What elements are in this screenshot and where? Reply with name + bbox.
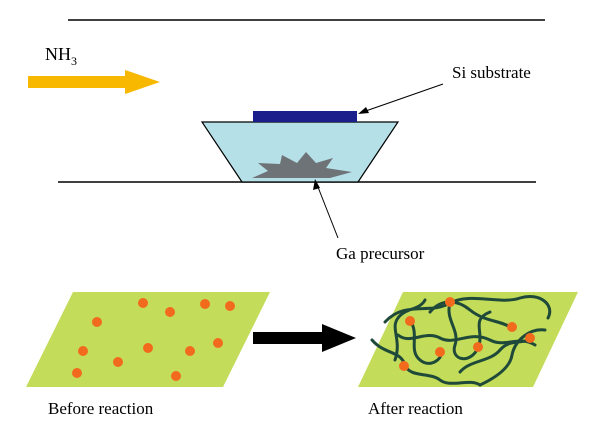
droplets-after	[399, 297, 535, 371]
nanowire	[458, 336, 532, 374]
before-label: Before reaction	[48, 399, 154, 418]
droplet	[143, 343, 153, 353]
droplet	[473, 342, 483, 352]
droplet	[185, 346, 195, 356]
gas-label: NH3	[45, 44, 77, 68]
precursor-pointer	[315, 181, 339, 239]
precursor-pointer-head	[313, 179, 320, 190]
nanowire	[370, 338, 482, 387]
substrate-pointer	[359, 83, 444, 114]
droplet	[525, 333, 535, 343]
droplet	[507, 322, 517, 332]
ga-precursor	[252, 152, 352, 178]
reaction-arrow	[253, 324, 356, 352]
plate-after	[358, 292, 578, 387]
droplet	[445, 297, 455, 307]
substrate-label: Si substrate	[452, 63, 531, 82]
nanowire	[447, 301, 492, 360]
droplet	[405, 316, 415, 326]
droplet	[399, 361, 409, 371]
droplet	[435, 347, 445, 357]
droplet	[213, 338, 223, 348]
droplet	[200, 299, 210, 309]
droplets-before	[72, 298, 235, 381]
droplet	[165, 307, 175, 317]
plate-before	[26, 292, 270, 387]
droplet	[72, 368, 82, 378]
droplet	[113, 357, 123, 367]
precursor-label: Ga precursor	[336, 244, 425, 263]
nanowire	[428, 300, 514, 330]
droplet	[78, 346, 88, 356]
substrate-pointer-head	[358, 107, 369, 114]
droplet	[138, 298, 148, 308]
droplet	[171, 371, 181, 381]
after-label: After reaction	[368, 399, 463, 418]
droplet	[92, 317, 102, 327]
si-substrate	[253, 111, 357, 122]
gas-flow-arrow	[28, 70, 160, 94]
nanowire	[478, 328, 547, 387]
nanowire	[393, 298, 427, 362]
droplet	[225, 301, 235, 311]
